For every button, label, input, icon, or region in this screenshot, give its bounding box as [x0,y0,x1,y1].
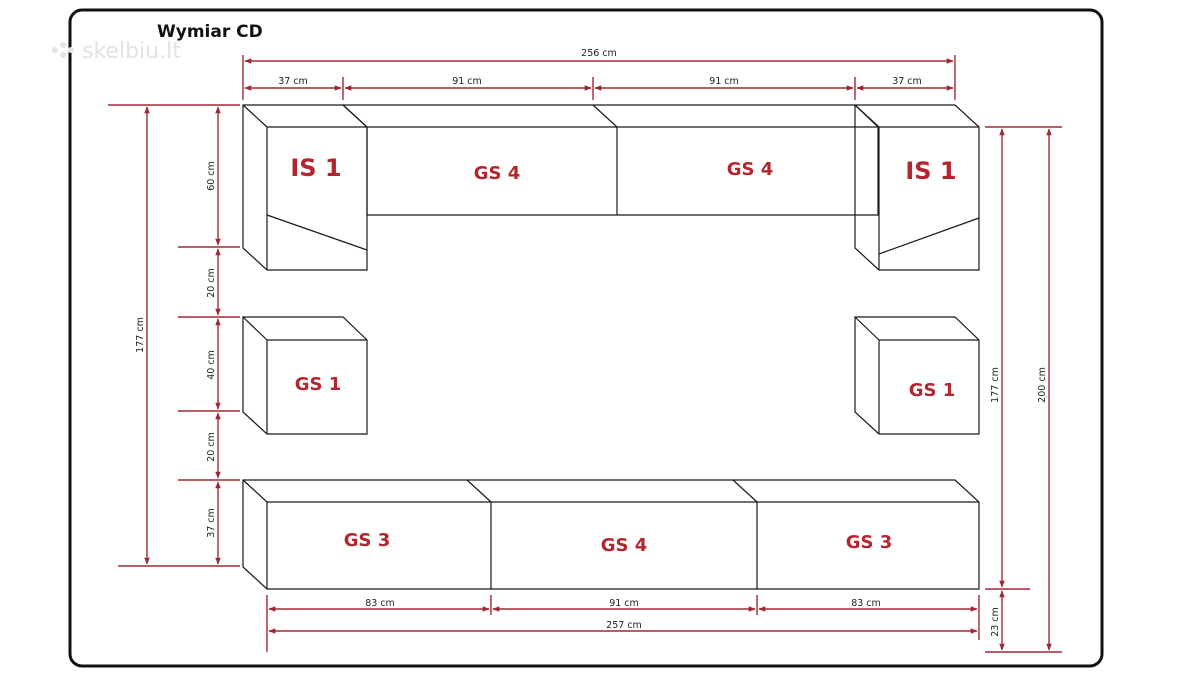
module-label-mid-right: GS 1 [909,380,956,401]
module-label-top-left: IS 1 [290,154,341,182]
dim-label-left-seg-3: 40 cm [206,350,217,380]
module-label-top-mid-left: GS 4 [474,163,521,184]
diagram-title: Wymiar CD [157,22,263,42]
cabinet-mid-left [242,316,368,435]
module-label-top-mid-right: GS 4 [727,159,774,180]
dim-label-left-seg-1: 60 cm [206,161,217,191]
dim-label-bottom-seg-3: 83 cm [851,598,881,609]
watermark-text: skelbiu.lt [82,39,181,64]
cabinet-top-right [854,104,980,271]
dim-label-right-outer: 200 cm [1037,367,1048,403]
dim-label-top-seg-1: 37 cm [278,76,308,87]
module-label-bottom-mid: GS 4 [601,535,648,556]
cabinets [242,104,980,590]
dim-label-top-seg-4: 37 cm [892,76,922,87]
module-label-bottom-right: GS 3 [846,532,893,553]
dim-label-left-total: 177 cm [135,317,146,353]
module-label-mid-left: GS 1 [295,374,342,395]
watermark-logo: skelbiu.lt [52,39,181,64]
dim-label-right-bottom: 23 cm [990,607,1001,637]
module-label-bottom-left: GS 3 [344,530,391,551]
dim-label-top-total: 256 cm [581,48,617,59]
diagram-frame [68,8,1104,668]
cabinet-top-middle [341,104,879,216]
dim-label-left-seg-2: 20 cm [206,268,217,298]
dim-label-top-seg-2: 91 cm [452,76,482,87]
dim-label-bottom-total: 257 cm [606,620,642,631]
dim-label-left-seg-4: 20 cm [206,432,217,462]
cabinet-top-left [242,104,368,271]
dimension-lines [108,55,1062,653]
dim-label-right-inner: 177 cm [990,367,1001,403]
dim-label-left-seg-5: 37 cm [206,508,217,538]
dim-label-top-seg-3: 91 cm [709,76,739,87]
cabinet-mid-right [854,316,980,435]
cabinet-bottom-row [242,479,980,590]
dim-label-bottom-seg-1: 83 cm [365,598,395,609]
module-label-top-right: IS 1 [905,157,956,185]
dim-label-bottom-seg-2: 91 cm [609,598,639,609]
